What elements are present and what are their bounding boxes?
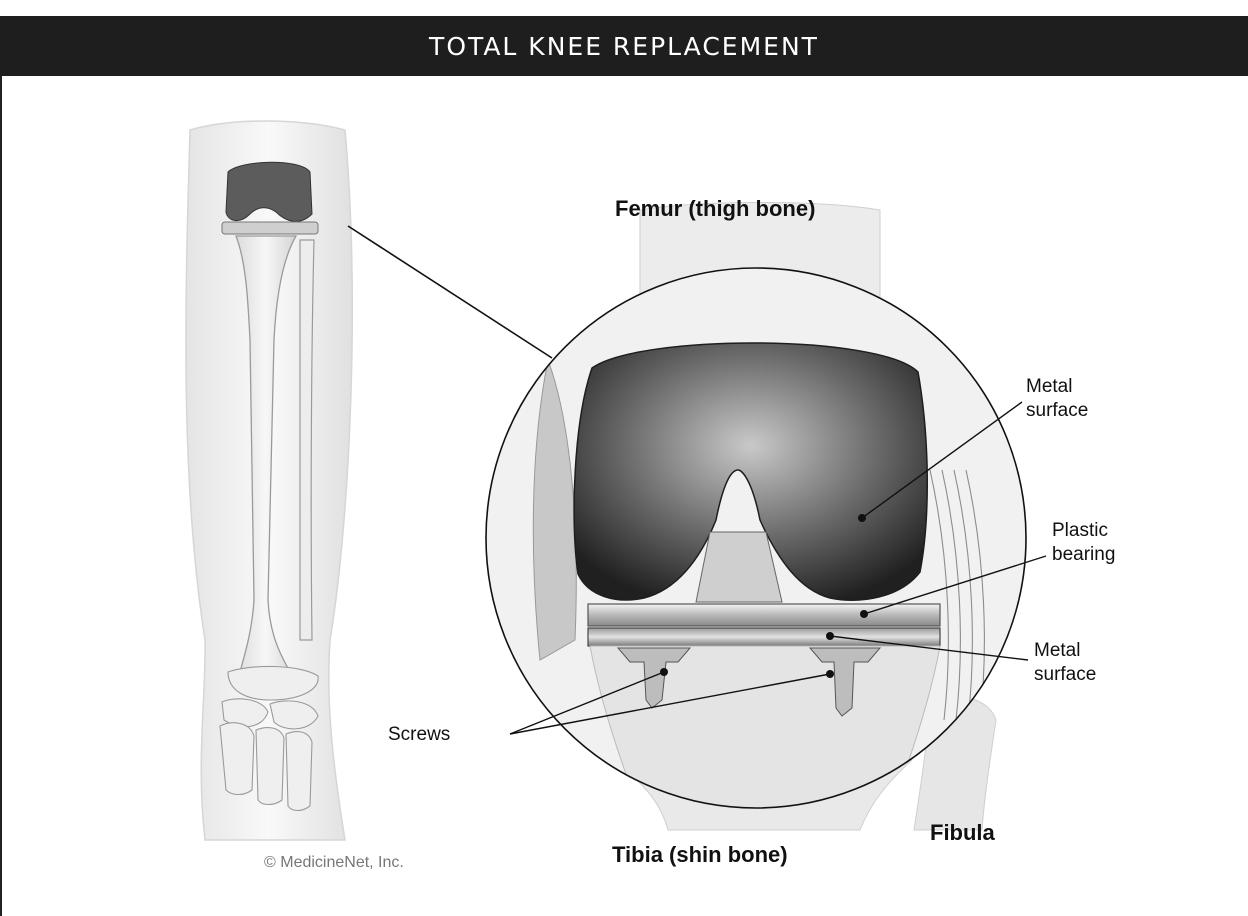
label-femur: Femur (thigh bone) (615, 196, 815, 222)
label-plastic-bearing-text: Plastic bearing (1052, 519, 1115, 567)
label-metal-surface-bottom: Metal surface (1034, 639, 1096, 687)
tibia-plateau (590, 646, 940, 812)
label-metal-surface-top: Metal surface (1026, 375, 1088, 423)
dot-screw-right (826, 670, 834, 678)
mini-tibial-tray (222, 222, 318, 234)
mini-foot-bones (220, 666, 318, 810)
leg-overview (186, 121, 352, 840)
dot-metal-surface-top (858, 514, 866, 522)
label-metal-surface-bottom-text: Metal surface (1034, 639, 1096, 687)
dot-plastic-bearing (860, 610, 868, 618)
magnify-connector-line (348, 226, 552, 358)
label-tibia: Tibia (shin bone) (612, 842, 788, 868)
label-screws: Screws (388, 723, 450, 747)
dot-screw-left (660, 668, 668, 676)
label-metal-surface-top-text: Metal surface (1026, 375, 1088, 423)
label-fibula: Fibula (930, 820, 995, 846)
label-plastic-bearing: Plastic bearing (1052, 519, 1115, 567)
credit-text: © MedicineNet, Inc. (264, 854, 404, 872)
knee-closeup (480, 203, 1032, 831)
dot-metal-surface-bottom (826, 632, 834, 640)
